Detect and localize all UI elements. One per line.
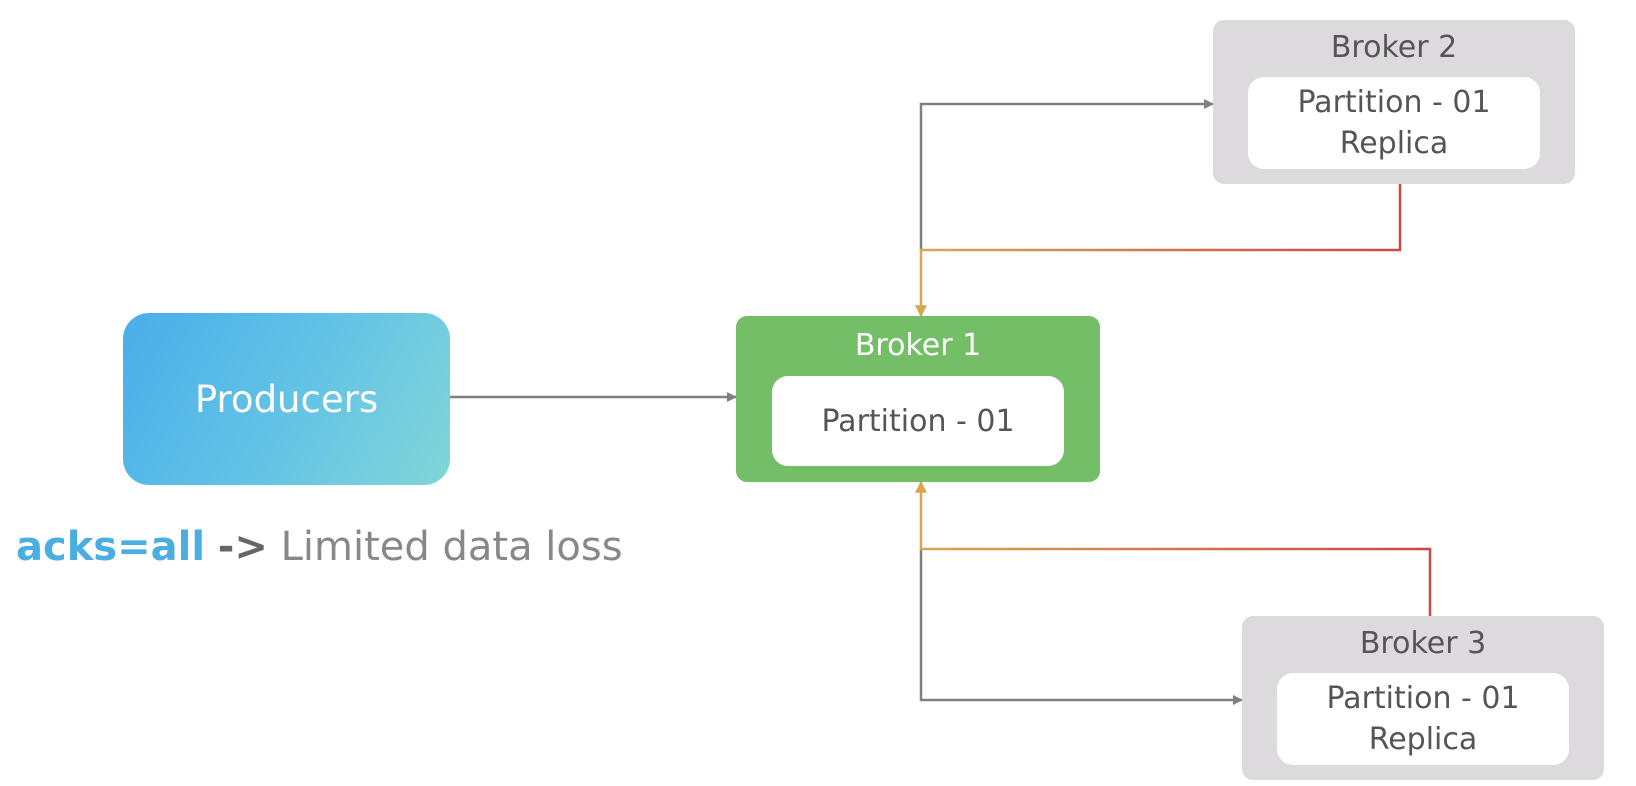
broker-3-partition-replica: Partition - 01 Replica (1277, 673, 1569, 765)
broker2-ack-arrow (915, 184, 1402, 318)
caption-arrow: -> (217, 524, 268, 570)
caption-result: Limited data loss (280, 524, 623, 570)
producers-node: Producers (123, 313, 450, 485)
broker1-to-broker2-arrow (919, 99, 1214, 250)
broker-1-node: Broker 1 Partition - 01 (736, 316, 1100, 482)
broker-1-partition: Partition - 01 (772, 376, 1064, 466)
broker-2-node: Broker 2 Partition - 01 Replica (1213, 20, 1575, 184)
broker-1-title: Broker 1 (854, 328, 982, 363)
broker1-to-broker3-arrow (919, 549, 1243, 705)
acks-caption: acks=all -> Limited data loss (16, 524, 623, 570)
broker-3-partition-label: Partition - 01 (1326, 681, 1520, 716)
acks-setting: acks=all (16, 524, 206, 570)
broker-2-title: Broker 2 (1330, 30, 1458, 65)
producers-label: Producers (194, 377, 379, 421)
broker-2-replica-label: Replica (1339, 126, 1449, 161)
broker-1-partition-label: Partition - 01 (821, 403, 1015, 439)
broker-3-replica-label: Replica (1368, 722, 1478, 757)
broker-3-title: Broker 3 (1359, 626, 1487, 661)
broker-3-node: Broker 3 Partition - 01 Replica (1242, 616, 1604, 780)
broker-2-partition-label: Partition - 01 (1297, 85, 1491, 120)
broker3-ack-arrow (915, 480, 1432, 616)
broker-2-partition-replica: Partition - 01 Replica (1248, 77, 1540, 169)
